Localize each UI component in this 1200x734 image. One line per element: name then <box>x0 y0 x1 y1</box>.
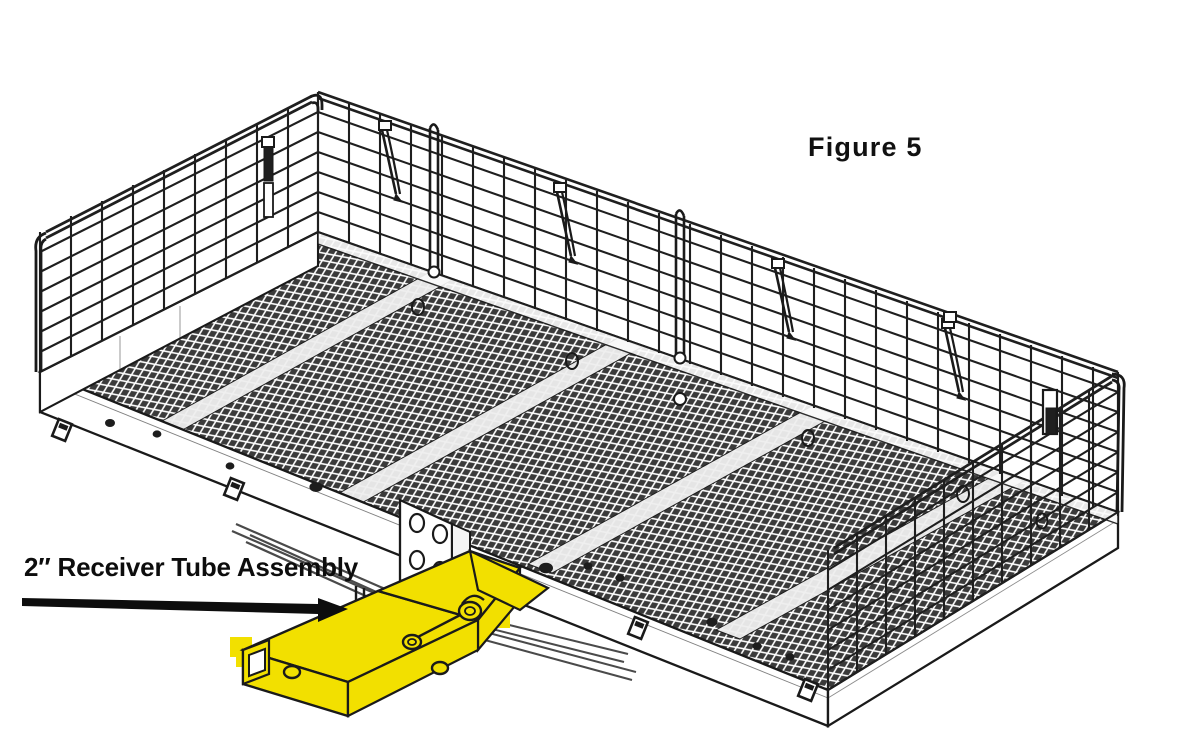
receiver-head-block <box>468 549 551 612</box>
receiver-tube-lower-side <box>346 618 480 718</box>
corner-tube-front-left <box>34 231 47 372</box>
interior-mesh-shadow <box>119 306 181 372</box>
callout-arrow <box>22 598 348 622</box>
receiver-tube-pin-hole <box>282 664 302 680</box>
left-panel-clip <box>261 136 275 218</box>
wire-mesh-right-end-panel <box>826 372 1120 691</box>
receiver-head-lower-hole <box>430 660 450 676</box>
receiver-tube-assembly[interactable] <box>230 549 551 718</box>
corner-tube-back-right <box>1111 372 1126 513</box>
back-panel-clips <box>378 120 967 401</box>
back-panel-seams <box>427 123 687 406</box>
callout-label: 2″ Receiver Tube Assembly <box>24 552 359 582</box>
figure-title: Figure 5 <box>808 132 923 162</box>
corner-tube-back-left <box>309 93 324 112</box>
skirt-holes <box>105 419 795 661</box>
hitch-pin <box>401 594 485 651</box>
right-panel-clip <box>943 311 1059 436</box>
receiver-tube-open-end <box>241 638 271 686</box>
